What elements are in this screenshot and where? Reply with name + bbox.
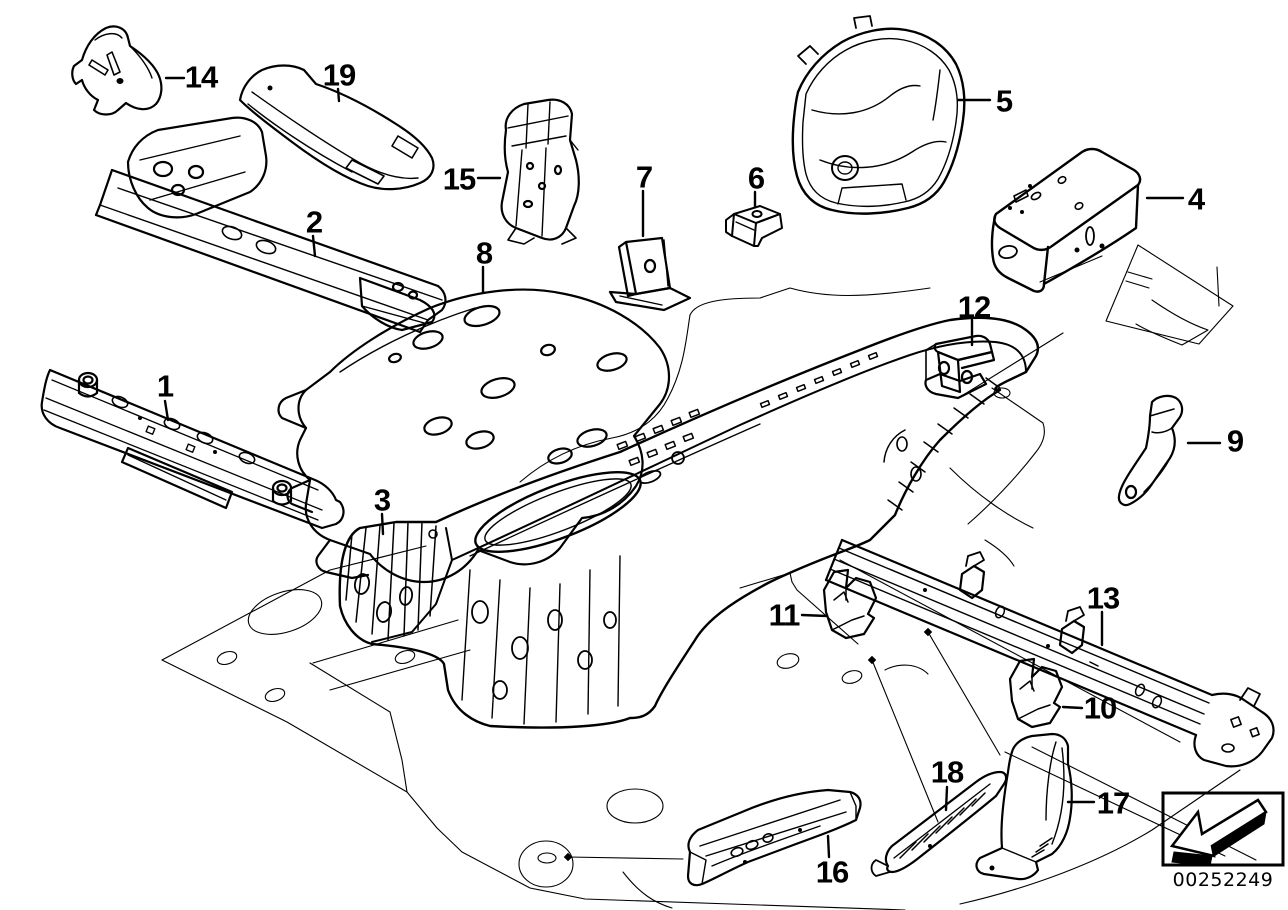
callout-8[interactable]: 8 — [475, 235, 493, 271]
part-14-drawing — [71, 25, 163, 116]
callout-14[interactable]: 14 — [184, 59, 218, 95]
part-6-drawing — [725, 205, 783, 247]
callout-leader-2 — [311, 234, 317, 258]
callout-9[interactable]: 9 — [1226, 423, 1244, 459]
callout-15[interactable]: 15 — [442, 161, 476, 197]
part-8-drawing — [277, 288, 671, 584]
callout-12[interactable]: 12 — [957, 289, 991, 325]
reference-dot-3 — [563, 852, 573, 862]
part-7-drawing — [608, 236, 692, 312]
reference-leader-3 — [567, 856, 684, 860]
callout-4[interactable]: 4 — [1187, 181, 1205, 217]
part-4-drawing — [990, 147, 1142, 293]
callout-10[interactable]: 10 — [1083, 690, 1117, 726]
callout-18[interactable]: 18 — [930, 754, 964, 790]
callout-leader-11 — [800, 613, 829, 618]
reference-leader-2 — [927, 631, 1001, 756]
document-number: 00252249 — [1172, 869, 1274, 891]
callout-3[interactable]: 3 — [373, 482, 391, 518]
callout-19[interactable]: 19 — [322, 57, 356, 93]
callout-7[interactable]: 7 — [635, 159, 653, 195]
reference-dot-2 — [923, 627, 933, 637]
callout-16[interactable]: 16 — [815, 854, 849, 890]
callout-leader-10 — [1061, 705, 1084, 710]
callout-leader-19 — [336, 87, 341, 103]
part-2-drawing — [94, 116, 447, 334]
callout-leader-3 — [380, 512, 385, 536]
part-13-drawing — [824, 538, 1275, 768]
callout-6[interactable]: 6 — [747, 160, 765, 196]
part-3-drawing — [338, 316, 1040, 729]
part-15-drawing — [500, 98, 580, 245]
callout-11[interactable]: 11 — [768, 597, 801, 633]
part-10-drawing — [1008, 657, 1064, 729]
reference-dot-1 — [867, 655, 877, 665]
callout-5[interactable]: 5 — [995, 83, 1013, 119]
part-16-drawing — [686, 788, 862, 887]
callout-13[interactable]: 13 — [1086, 580, 1120, 616]
callout-1[interactable]: 1 — [156, 368, 174, 404]
callout-17[interactable]: 17 — [1096, 785, 1130, 821]
part-9-drawing — [1117, 394, 1184, 507]
direction-arrow-icon — [1161, 791, 1285, 867]
part-5-drawing — [791, 15, 966, 215]
part-19-drawing — [238, 64, 435, 191]
callout-2[interactable]: 2 — [305, 204, 323, 240]
leader-lines-layer — [163, 76, 1222, 862]
callout-leader-1 — [163, 399, 170, 422]
reference-leader-1 — [871, 659, 939, 823]
callout-leader-18 — [944, 785, 949, 812]
part-11-drawing — [822, 568, 878, 640]
callout-leader-16 — [826, 834, 831, 859]
part-18-drawing — [870, 770, 1008, 877]
part-1-drawing — [40, 368, 345, 530]
part-17-drawing — [975, 732, 1073, 881]
